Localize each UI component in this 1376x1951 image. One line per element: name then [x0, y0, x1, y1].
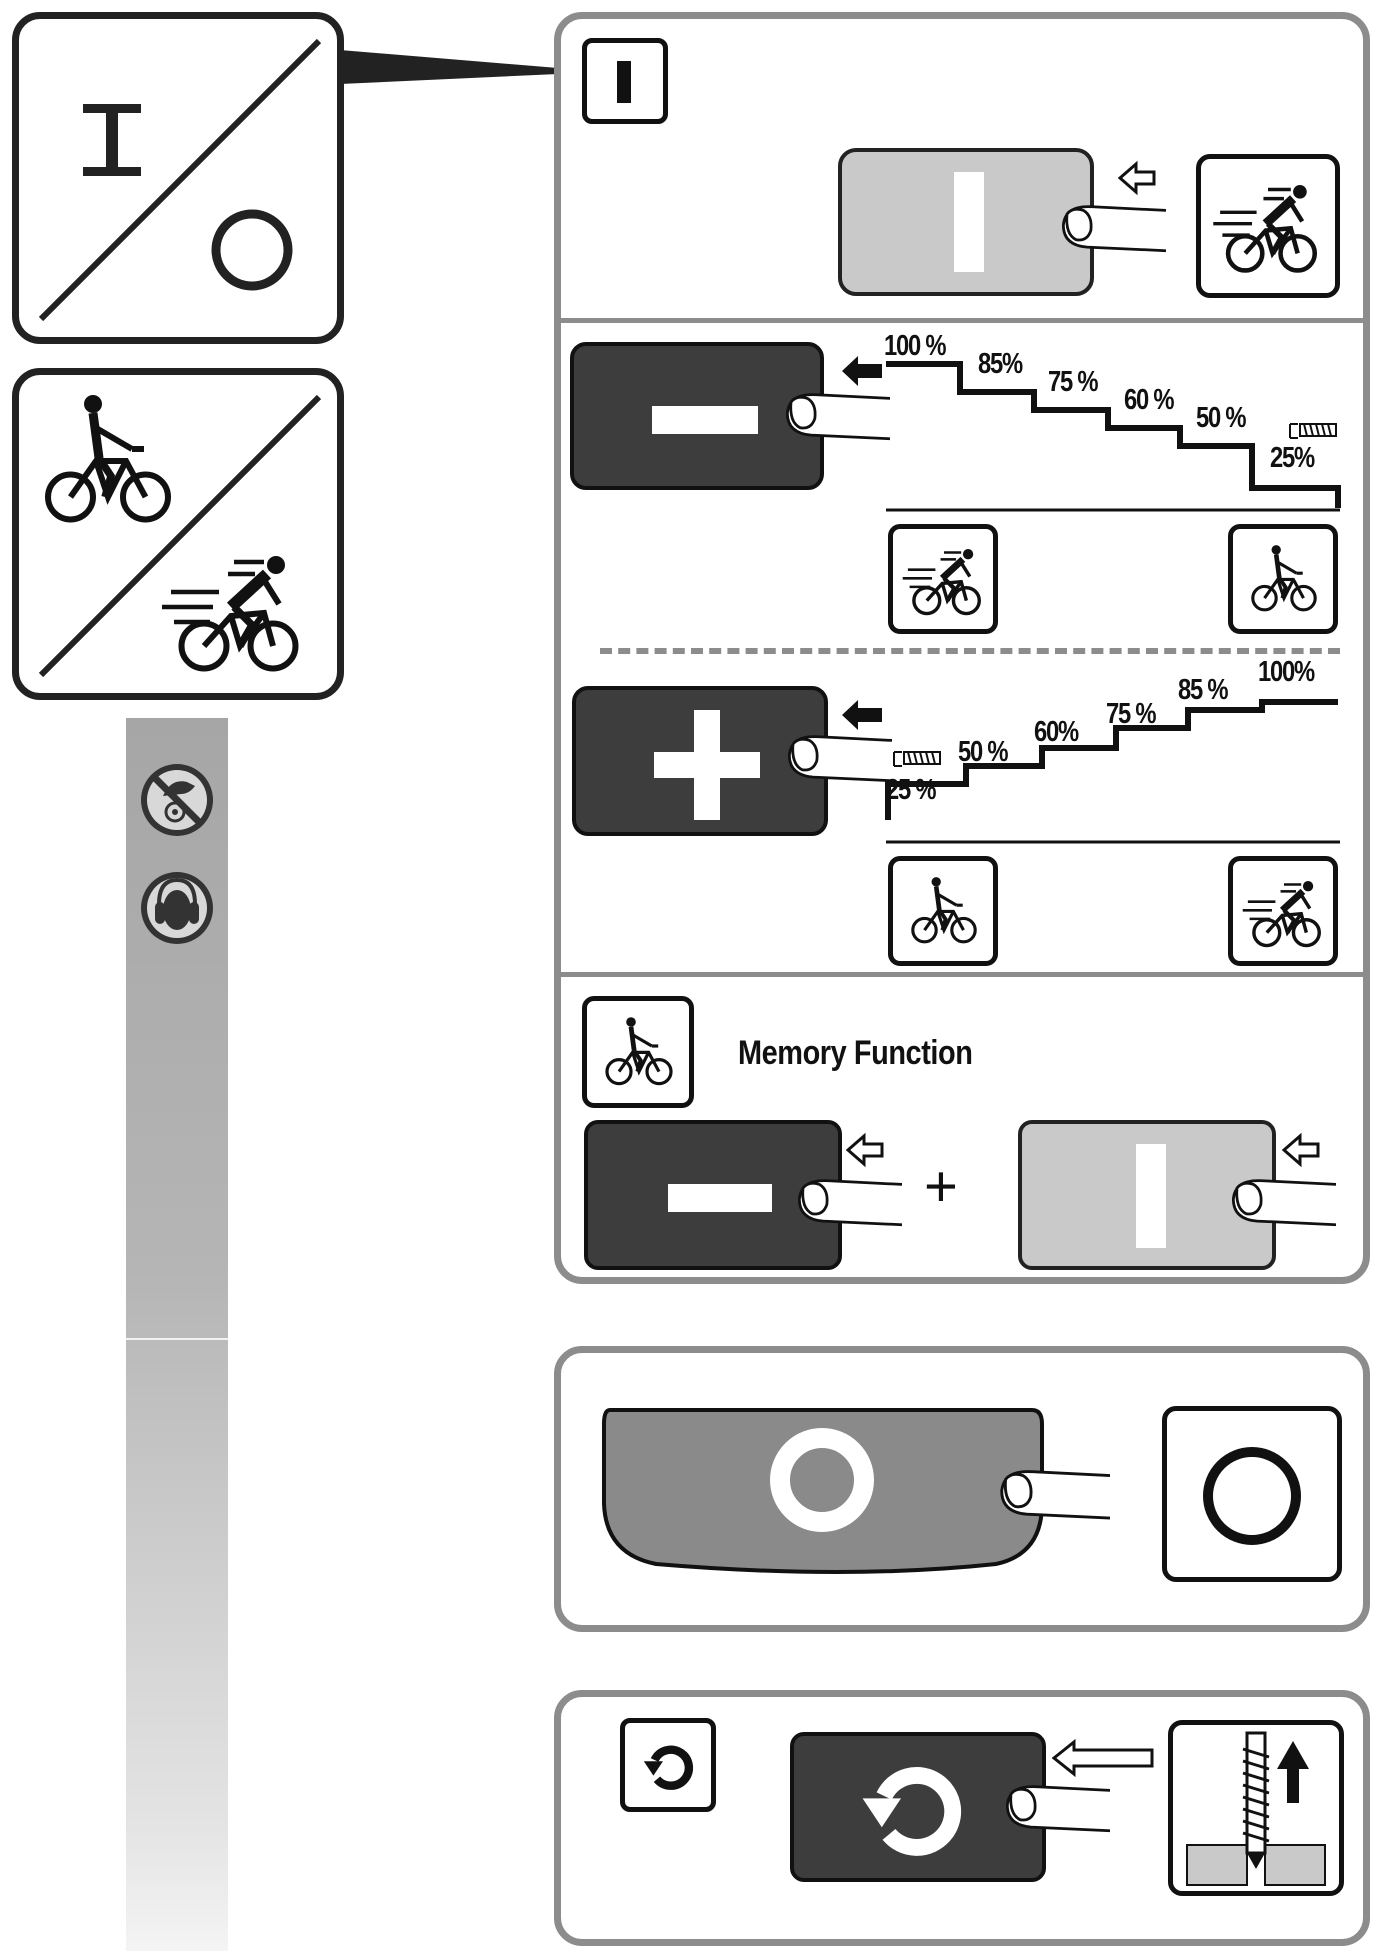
safety-bar — [126, 718, 228, 1951]
cyclist-slow-icon — [905, 871, 983, 955]
press-arrow-icon — [846, 1132, 884, 1168]
step-label: 75 % — [1106, 698, 1157, 730]
switch-on-badge — [582, 38, 668, 124]
reverse-button[interactable] — [790, 1732, 1046, 1882]
off-result-box — [1162, 1406, 1342, 1582]
wear-ear-protection-icon — [141, 872, 213, 944]
pressing-finger-icon — [1056, 190, 1166, 262]
cyclist-slow-icon — [33, 389, 183, 539]
step-label: 75 % — [1048, 366, 1099, 398]
on-button[interactable] — [838, 148, 1094, 296]
section-divider — [561, 972, 1363, 977]
off-symbol-icon — [1203, 1447, 1301, 1545]
end-icon-box — [1228, 856, 1338, 966]
minus-icon — [668, 1184, 772, 1212]
cyclist-fast-icon — [1211, 169, 1325, 283]
step-label: 60 % — [1124, 384, 1175, 416]
on-symbol — [954, 172, 984, 272]
rotate-left-icon — [850, 1748, 976, 1868]
memory-function-label: Memory Function — [738, 1034, 973, 1072]
screw-out-result-box — [1168, 1720, 1344, 1896]
step-label: 50 % — [958, 736, 1009, 768]
step-label: 100 % — [884, 330, 947, 362]
pressing-finger-icon — [792, 1164, 902, 1236]
reverse-badge — [620, 1718, 716, 1812]
press-arrow-icon — [842, 700, 882, 730]
step-label: 50 % — [1196, 402, 1247, 434]
press-arrow-icon — [842, 356, 882, 386]
result-icon-box — [1196, 154, 1340, 298]
speed-mode-legend — [12, 368, 344, 700]
cyclist-fast-icon — [901, 537, 987, 623]
off-button[interactable] — [596, 1404, 1048, 1582]
press-arrow-icon — [1052, 1738, 1154, 1778]
on-off-icon — [38, 38, 322, 322]
screw-icon — [1289, 423, 1337, 439]
dashed-divider — [600, 648, 1340, 654]
step-label: 25 % — [886, 774, 937, 806]
increasing-steps-graph — [885, 699, 1340, 844]
end-icon-box — [1228, 524, 1338, 634]
decreasing-steps-graph — [886, 361, 1341, 512]
pressing-finger-icon — [994, 1454, 1110, 1530]
step-label: 85 % — [1178, 674, 1229, 706]
cyclist-fast-icon — [149, 535, 319, 685]
cyclist-slow-icon — [1245, 539, 1323, 623]
section-divider — [561, 318, 1363, 323]
minus-button[interactable] — [570, 342, 824, 490]
plus-button[interactable] — [572, 686, 828, 836]
step-label: 60% — [1034, 716, 1079, 748]
press-arrow-icon — [1282, 1132, 1320, 1168]
pressing-finger-icon — [1000, 1770, 1110, 1842]
screw-icon — [893, 751, 941, 767]
cyclist-fast-icon — [1241, 869, 1327, 955]
rotate-left-icon — [639, 1735, 699, 1797]
on-off-legend — [12, 12, 344, 344]
start-icon-box — [888, 524, 998, 634]
pressing-finger-icon — [780, 378, 890, 450]
on-symbol — [1136, 1144, 1166, 1248]
step-label: 25% — [1270, 442, 1315, 474]
screw-backing-out-icon — [1186, 1731, 1326, 1886]
no-hands-near-rotating-parts-icon — [141, 764, 213, 836]
step-label: 85% — [978, 348, 1023, 380]
callout-pointer — [340, 50, 558, 84]
press-arrow-icon — [1118, 160, 1156, 196]
step-label: 100% — [1258, 656, 1315, 688]
start-icon-box — [888, 856, 998, 966]
combine-plus-sign: + — [924, 1154, 958, 1219]
cyclist-slow-icon — [599, 1011, 679, 1097]
memory-icon-box — [582, 996, 694, 1108]
minus-icon — [652, 406, 758, 434]
pressing-finger-icon — [1226, 1164, 1336, 1236]
